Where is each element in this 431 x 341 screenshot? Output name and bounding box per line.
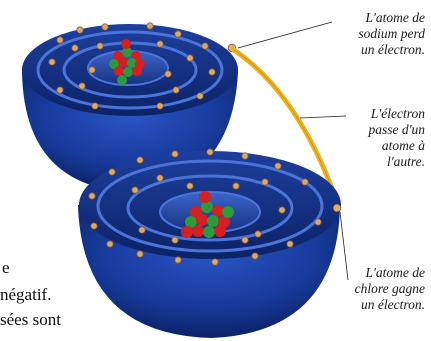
leader-line-sodium <box>238 22 332 48</box>
leader-line-transfer <box>300 116 346 118</box>
chlorine-atom <box>78 149 341 338</box>
body-text-line-2: négatif. <box>0 285 80 305</box>
body-text-line-3: sées sont <box>0 310 86 330</box>
caption-chlorine: L'atome de chlore gagne un électron. <box>325 265 425 313</box>
body-text-line-1: e <box>2 258 10 278</box>
chlorine-gained-electron <box>333 204 341 212</box>
caption-transfer: L'électron passe d'un atome à l'autre. <box>345 106 425 170</box>
caption-sodium: L'atome de sodium perd un électron. <box>325 10 425 58</box>
